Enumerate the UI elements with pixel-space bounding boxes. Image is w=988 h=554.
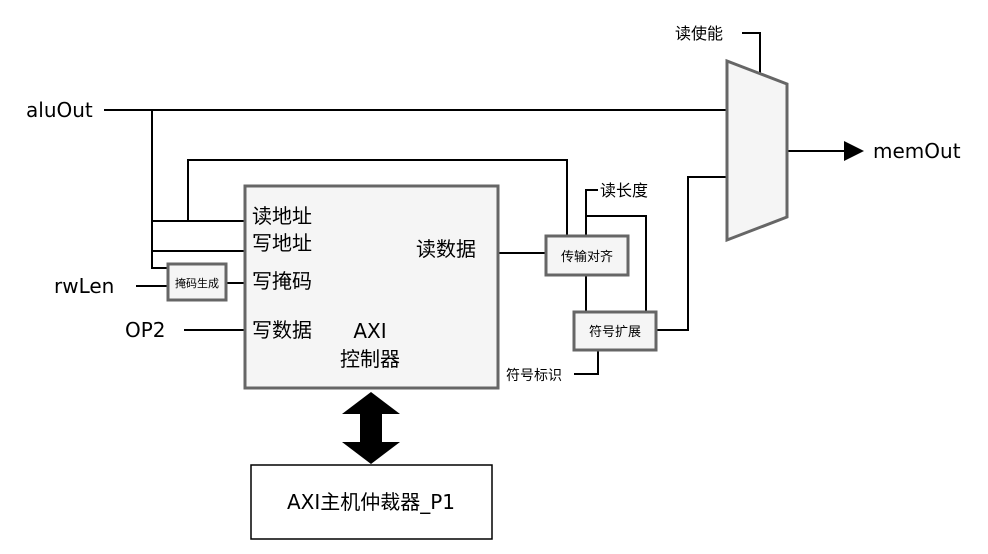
mask-gen-label: 掩码生成 xyxy=(175,276,219,290)
port-write-data-label: 写数据 xyxy=(252,318,312,342)
wire-readlength xyxy=(585,189,598,236)
wire-readlength-to-signext xyxy=(586,215,647,312)
wire-readaddr-to-align xyxy=(187,159,568,236)
arbiter-block xyxy=(250,464,493,540)
wire-signext-to-mux xyxy=(656,176,727,331)
wire-aluout-to-maskgen xyxy=(151,251,168,269)
read-length-label: 读长度 xyxy=(600,181,648,200)
axi-controller-block xyxy=(243,184,500,390)
read-enable-label: 读使能 xyxy=(675,24,723,43)
sign-extend-label: 符号扩展 xyxy=(589,324,641,340)
rwlen-label: rwLen xyxy=(54,274,114,298)
axi-controller-title-1: AXI xyxy=(353,319,386,343)
mask-gen-block xyxy=(166,262,228,302)
wire-signflag xyxy=(574,350,599,375)
arbiter-label: AXI主机仲裁器_P1 xyxy=(287,490,455,514)
aluout-label: aluOut xyxy=(26,98,93,122)
axi-controller-title-2: 控制器 xyxy=(340,347,400,371)
transfer-align-label: 传输对齐 xyxy=(561,249,613,265)
wire-readenable xyxy=(742,32,761,74)
sign-flag-label: 符号标识 xyxy=(506,368,562,384)
wires xyxy=(104,32,864,375)
port-read-data-label: 读数据 xyxy=(416,237,476,261)
port-write-addr-label: 写地址 xyxy=(252,231,312,255)
transfer-align-block xyxy=(544,234,630,277)
port-read-addr-label: 读地址 xyxy=(252,204,312,228)
sign-extend-block xyxy=(572,310,658,352)
bidirectional-bus-arrow xyxy=(342,392,400,464)
mux-block xyxy=(725,58,789,243)
wire-aluout-branch xyxy=(151,110,246,252)
memout-label: memOut xyxy=(873,139,961,163)
port-write-mask-label: 写掩码 xyxy=(252,269,312,293)
op2-label: OP2 xyxy=(125,318,166,342)
